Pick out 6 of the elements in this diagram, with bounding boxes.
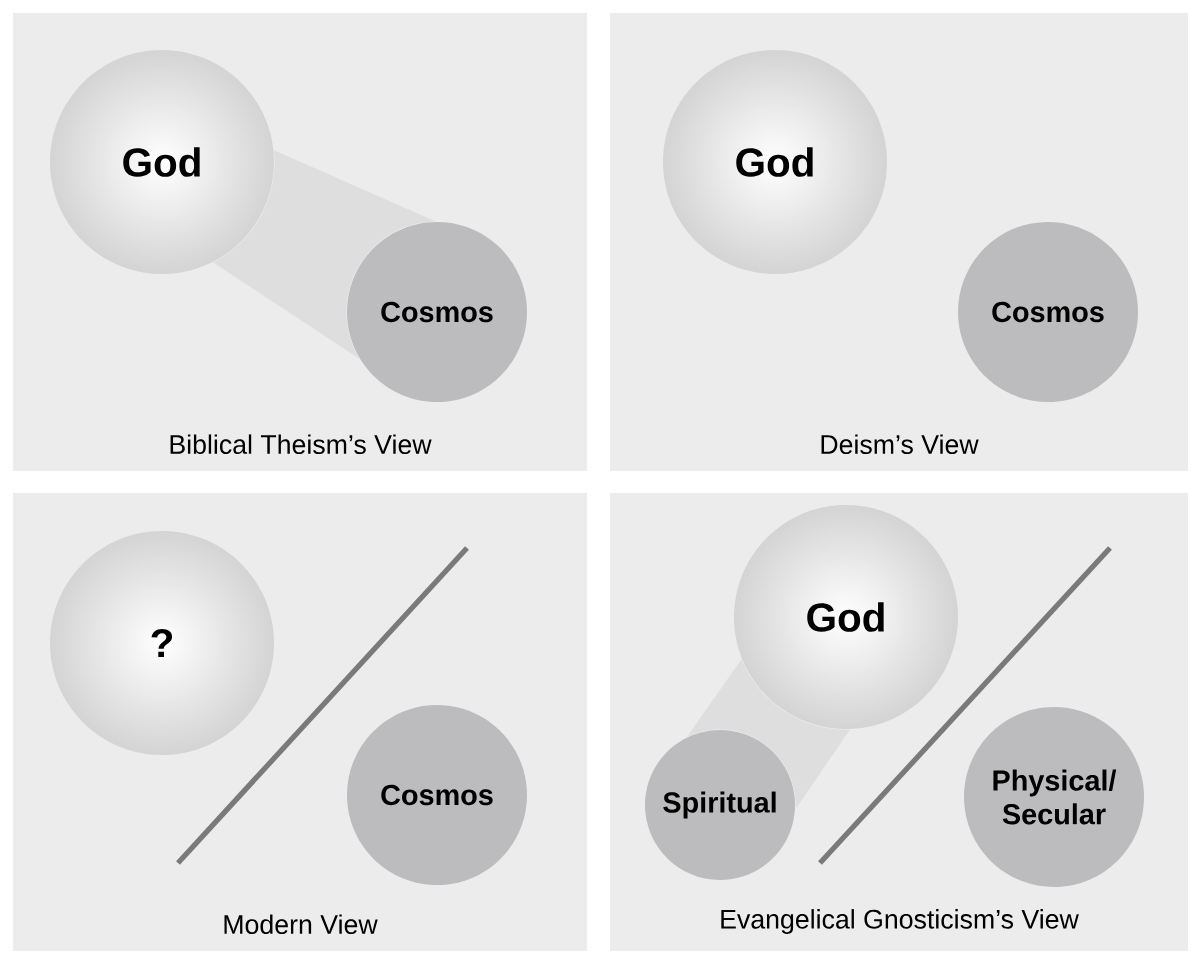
cone-connector [213,150,436,359]
sphere: God [807,602,884,632]
sphere: ? [151,628,173,658]
cone-connector [686,659,850,809]
sphere: God [736,147,813,177]
sphere: God [123,147,200,177]
